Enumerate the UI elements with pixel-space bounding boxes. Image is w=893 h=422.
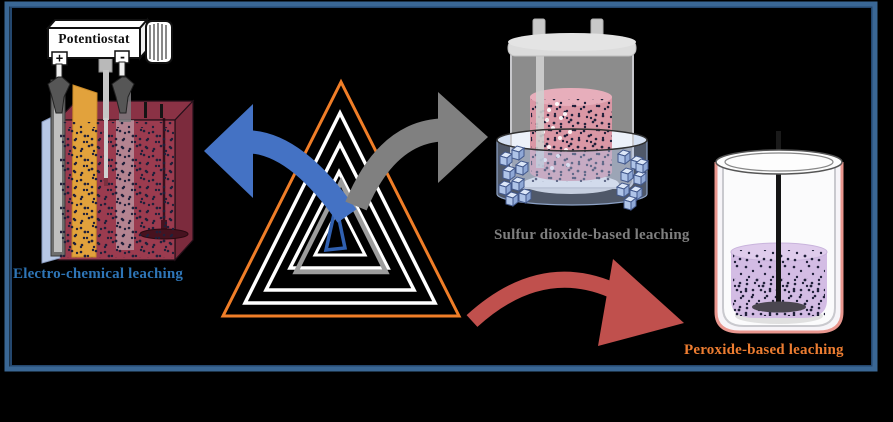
- stirrer-motor: [145, 20, 173, 64]
- minus-terminal-label: -: [118, 50, 127, 64]
- triangle-ring-orange: [220, 78, 462, 318]
- gray-arrow-head: [438, 92, 488, 183]
- negative-wire: [118, 61, 126, 77]
- red-arrow-band: [466, 271, 616, 327]
- reference-tip-shaft: [104, 118, 108, 180]
- stir-rod: [776, 160, 781, 308]
- triangle-ring-white-3: [287, 168, 391, 270]
- triangle-ring-white-2: [263, 140, 417, 292]
- electrode-wiring: [47, 61, 135, 114]
- electrochemical-cell: [41, 17, 195, 264]
- triangle-ring-metal: [292, 176, 390, 275]
- stir-rod-top: [776, 131, 781, 165]
- electrode-clip-right: [111, 76, 135, 114]
- impeller: [752, 301, 806, 313]
- pink-particles: [531, 99, 612, 182]
- electrode-plate-face: [54, 84, 62, 252]
- ice-bath-rim: [496, 128, 648, 152]
- positive-wire: [55, 63, 63, 79]
- purple-leachate: [730, 242, 828, 318]
- purple-particles: [733, 250, 825, 316]
- potentiostat: [45, 17, 150, 66]
- electrode-clip-left: [47, 76, 71, 114]
- triangle-ring-white-1: [242, 109, 438, 305]
- concentric-triangles: [220, 78, 462, 318]
- lid-slot-left: [144, 102, 147, 118]
- frame-inner-shadow: [10, 6, 873, 367]
- reference-shaft: [103, 70, 109, 120]
- beaker-rim: [715, 149, 843, 175]
- pink-leachate: [530, 88, 612, 182]
- electrochemical-leaching-label: Electro-chemical leaching: [13, 266, 184, 282]
- motor-ribs: [149, 23, 167, 61]
- reference-tip: [104, 178, 108, 186]
- triangle-ring-white-4: [312, 202, 368, 257]
- peroxide-leaching-label: Peroxide-based leaching: [684, 342, 844, 358]
- beaker-rim-inner: [724, 152, 834, 172]
- triangle-core-blue: [323, 204, 348, 252]
- potentiostat-top: [45, 19, 150, 29]
- blue-arrow-head: [204, 104, 253, 198]
- gray-arrow-band: [345, 118, 442, 211]
- sulfur-dioxide-leaching-label: Sulfur dioxide-based leaching: [494, 227, 690, 243]
- particle-specks: [60, 122, 174, 258]
- peroxide-beaker: [714, 131, 844, 334]
- potentiostat-label: Potentiostat: [58, 31, 130, 46]
- blue-arrow-band: [250, 130, 357, 223]
- red-arrow-head: [598, 259, 684, 346]
- red-arrow: [466, 259, 684, 346]
- lid-top: [508, 33, 636, 51]
- frame-border: [4, 1, 878, 372]
- figure-frame: [4, 1, 878, 372]
- so2-reactor: [496, 18, 649, 211]
- blue-arrow: [204, 104, 357, 223]
- gray-arrow: [345, 92, 488, 211]
- gas-tube: [536, 44, 544, 168]
- plus-terminal-label: +: [55, 51, 64, 65]
- lid-slot-right: [160, 104, 163, 118]
- reactor-lid: [507, 18, 637, 57]
